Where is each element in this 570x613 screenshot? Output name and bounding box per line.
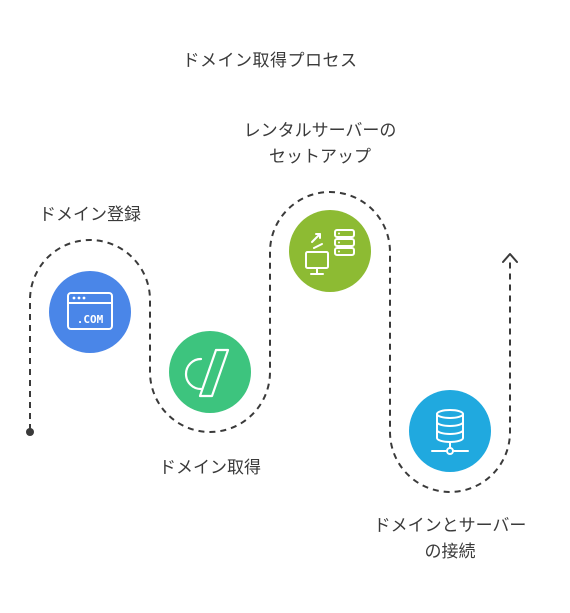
step-4-label-line1: ドメインとサーバー [373,516,527,536]
step-4-label-line2: の接続 [424,542,476,562]
step-3-label-line2: セットアップ [269,147,371,167]
step-2-node [169,331,251,413]
end-arrow-icon [502,253,518,263]
domain-slash-icon [184,348,230,398]
step-4-node [409,390,491,472]
step-2-label-text: ドメイン取得 [159,458,261,478]
step-4-label: ドメインとサーバー の接続 [340,513,560,565]
server-setup-icon [305,229,355,275]
start-dot [26,428,34,436]
step-3-label-line1: レンタルサーバーの [243,121,397,141]
step-1-label-text: ドメイン登録 [39,205,141,225]
browser-dotcom-icon [67,292,113,330]
dotcom-text: .COM [77,313,104,326]
step-3-node [289,210,371,292]
step-2-label: ドメイン取得 [120,455,300,481]
diagram-title: ドメイン取得プロセス [182,51,358,71]
step-3-label: レンタルサーバーの セットアップ [220,118,420,170]
step-1-node: .COM [49,271,131,353]
database-connect-icon [431,409,469,455]
process-path [29,191,511,493]
step-1-label: ドメイン登録 [0,202,180,228]
